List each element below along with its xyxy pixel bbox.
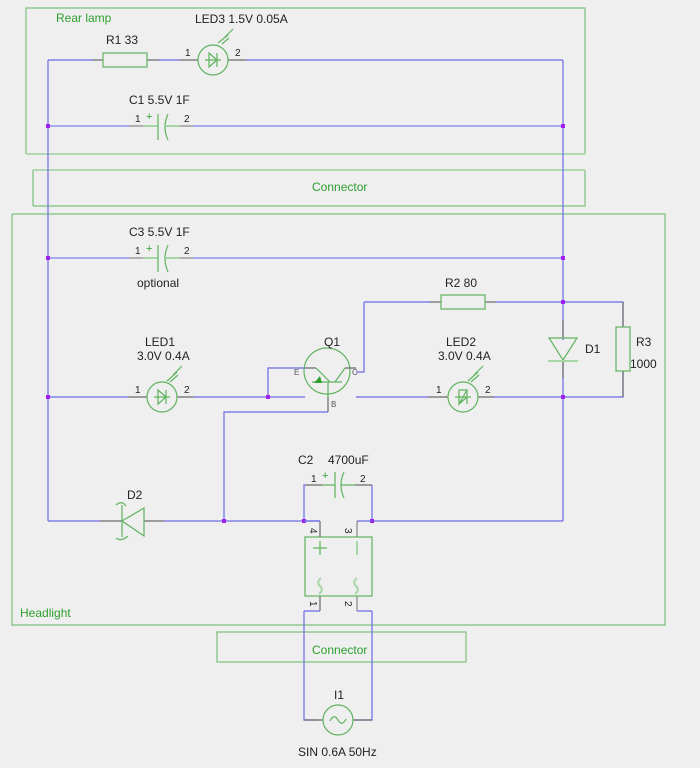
junction [46,256,50,260]
d2-ref: D2 [127,488,143,502]
led1[interactable] [128,365,194,413]
r3-value: 1000 [630,357,657,371]
c1-label: C1 5.5V 1F [129,93,190,107]
c3-label: C3 5.5V 1F [129,225,190,239]
junction [46,395,50,399]
c3-pin2: 2 [184,246,190,257]
c3-plus: + [146,243,152,255]
q1-base: B [331,400,336,409]
bridge-pin1: 1 [307,601,318,607]
sine-wave-icon [329,716,347,724]
ac-tilde-icon [353,577,359,595]
led1-pin2: 2 [184,385,190,396]
bridge-pin4: 4 [307,528,318,534]
diode-d1[interactable] [547,320,579,378]
c1-pin1: 1 [135,114,141,125]
resistor-r2[interactable] [430,294,496,310]
bridge-pin2: 2 [342,601,353,607]
c2-plus: + [322,470,328,482]
c1-pin2: 2 [184,114,190,125]
junction [561,256,565,260]
rear-lamp-frame [25,7,586,155]
connector-top-label: Connector [312,180,367,194]
junction [46,124,50,128]
rear-lamp-label: Rear lamp [56,11,112,25]
diode-d2[interactable] [100,502,164,541]
light-emission-icon [217,28,234,44]
led2-ref: LED2 [446,335,476,349]
led3-label: LED3 1.5V 0.05A [195,12,288,26]
c2-pin1: 1 [311,474,317,485]
r1-label: R1 33 [106,33,138,47]
c2-pin2: 2 [360,474,366,485]
led1-pin1: 1 [135,385,141,396]
junction [561,300,565,304]
led2[interactable] [428,365,494,413]
transistor-q1[interactable] [303,347,356,412]
c3-note: optional [137,276,179,290]
junction [561,124,565,128]
current-source-i1[interactable] [305,704,372,736]
c2-value: 4700uF [328,453,369,467]
resistor-r1[interactable] [93,52,159,68]
junction [222,519,226,523]
led3-pin1: 1 [185,48,191,59]
headlight-label: Headlight [20,606,71,620]
led3[interactable] [180,28,246,76]
led2-pin2: 2 [485,385,491,396]
connector-bottom-frame [216,631,467,663]
led2-pin1: 1 [436,385,442,396]
junction [561,395,565,399]
c3-pin1: 1 [135,246,141,257]
resistor-r3[interactable] [615,302,631,397]
ac-tilde-icon [317,577,323,595]
headlight-frame [11,213,666,626]
c1-plus: + [146,111,152,123]
q1-emitter: E [294,368,299,377]
bridge-rectifier[interactable] [304,520,373,612]
bridge-pin3: 3 [342,528,353,534]
emitter-arrow-icon [314,376,322,383]
i1-value: SIN 0.6A 50Hz [298,745,377,759]
led3-pin2: 2 [235,48,241,59]
connector-top-frame [32,169,586,207]
r3-ref: R3 [636,335,652,349]
d1-ref: D1 [585,342,601,356]
capacitor-c3[interactable] [130,244,193,273]
led1-rating: 3.0V 0.4A [137,349,190,363]
capacitor-c2[interactable] [306,471,372,499]
led1-ref: LED1 [145,335,175,349]
c2-ref: C2 [298,453,314,467]
r2-label: R2 80 [445,276,477,290]
connector-bottom-label: Connector [312,643,367,657]
q1-collector: C [352,368,358,377]
capacitor-c1[interactable] [130,113,193,141]
led2-rating: 3.0V 0.4A [438,349,491,363]
i1-ref: I1 [334,688,344,702]
q1-ref: Q1 [324,335,340,349]
junction [266,395,270,399]
plus-icon [313,541,327,555]
